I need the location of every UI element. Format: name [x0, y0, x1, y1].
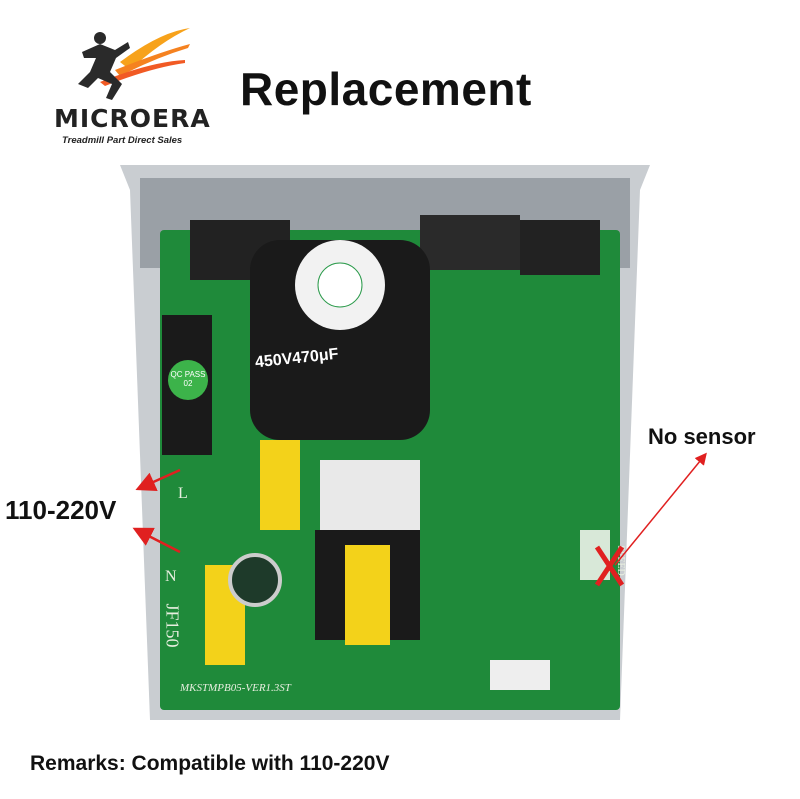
arrow-to-n [132, 527, 181, 554]
arrow-to-sensor [614, 452, 707, 566]
no-sensor-label: No sensor [648, 424, 756, 449]
motor-controller-board [120, 165, 650, 720]
silkscreen-l: L [178, 485, 188, 502]
silkscreen-version: MKSTMPB05-VER1.3ST [180, 682, 291, 694]
brand-name: MICROERA [54, 104, 211, 133]
remarks-text: Remarks: Compatible with 110-220V [30, 752, 390, 775]
brand-tagline: Treadmill Part Direct Sales [62, 135, 183, 146]
fuse-sticker: QC PASS 02 [170, 370, 206, 388]
voltage-label: 110-220V [5, 495, 117, 525]
x-mark-icon [594, 545, 625, 587]
silkscreen-n: N [165, 568, 177, 585]
arrow-to-l [135, 468, 181, 491]
runner-logo-icon [78, 28, 190, 100]
product-photo: 450V470μF QC PASS 02 L N JF150 MKSTMPB05… [120, 160, 650, 730]
page-title: Replacement [240, 63, 532, 115]
